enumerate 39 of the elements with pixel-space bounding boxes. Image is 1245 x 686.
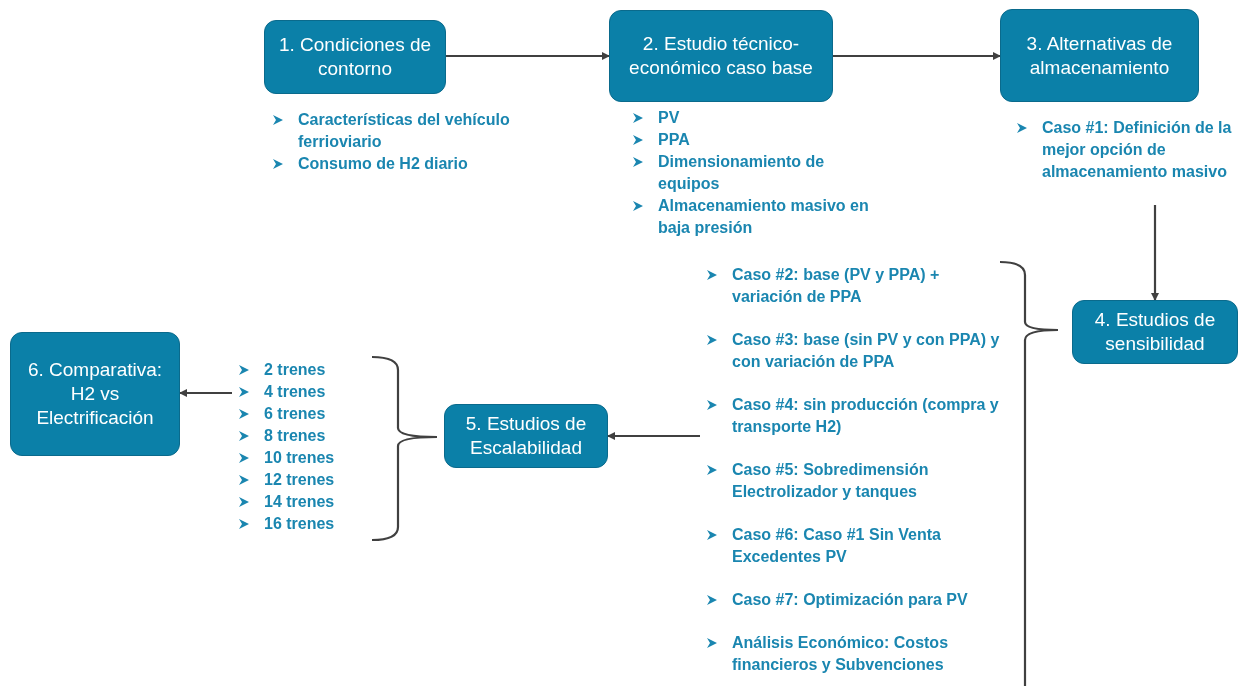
bullet-text: Características del vehículo ferrioviario xyxy=(298,110,511,152)
bullet-text: 2 trenes xyxy=(264,360,326,380)
box-label: 5. Estudios de Escalabilidad xyxy=(464,412,588,460)
box-label: 6. Comparativa: H2 vs Electrificación xyxy=(26,358,164,430)
bullet-text: Almacenamiento masivo en baja presión xyxy=(658,196,870,238)
box-label: 4. Estudios de sensibilidad xyxy=(1093,308,1217,356)
process-box xyxy=(1072,300,1238,364)
bullet-text: Caso #7: Optimización para PV xyxy=(732,590,968,610)
bullet-text: Análisis Económico: Costos financieros y Subvenciones xyxy=(732,633,950,675)
bullet-text: Caso #3: base (sin PV y con PPA) y con variación de PPA xyxy=(732,330,1001,372)
arrow xyxy=(1151,205,1159,301)
bullet-text: PV xyxy=(658,108,680,128)
bullet-text: 8 trenes xyxy=(264,426,326,446)
bullet-text: Caso #5: Sobredimensión Electrolizador y tanques xyxy=(732,460,930,502)
bullet-text: 6 trenes xyxy=(264,404,326,424)
bullet-text: 4 trenes xyxy=(264,382,326,402)
bullet-text: Consumo de H2 diario xyxy=(298,154,468,174)
bullet-text: 10 trenes xyxy=(264,448,335,468)
bullet-text: Caso #6: Caso #1 Sin Venta Excedentes PV xyxy=(732,525,942,567)
bullet-text: 12 trenes xyxy=(264,470,335,490)
box-label: 3. Alternativas de almacenamiento xyxy=(1025,31,1174,80)
box-label: 2. Estudio técnico-económico caso base xyxy=(628,32,814,80)
arrow xyxy=(446,52,610,60)
bullet-text: Caso #1: Definición de la mejor opción de almacenamiento masivo xyxy=(1042,118,1233,182)
process-box xyxy=(444,404,608,468)
bullet-text: 14 trenes xyxy=(264,492,335,512)
bullet-text: Caso #2: base (PV y PPA) + variación de PPA xyxy=(732,265,941,307)
bullet-text: Dimensionamiento de equipos xyxy=(658,152,826,194)
bullet-text: 16 trenes xyxy=(264,514,335,534)
arrow xyxy=(833,52,1001,60)
box-label: 1. Condiciones de contorno xyxy=(277,33,433,81)
process-box xyxy=(1000,9,1199,102)
bullet-text: Caso #4: sin producción (compra y transporte H2) xyxy=(732,395,1000,437)
process-box xyxy=(609,10,833,102)
arrow xyxy=(179,389,232,397)
process-box xyxy=(10,332,180,456)
arrow xyxy=(607,432,700,440)
process-box xyxy=(264,20,446,94)
bullet-text: PPA xyxy=(658,130,690,150)
